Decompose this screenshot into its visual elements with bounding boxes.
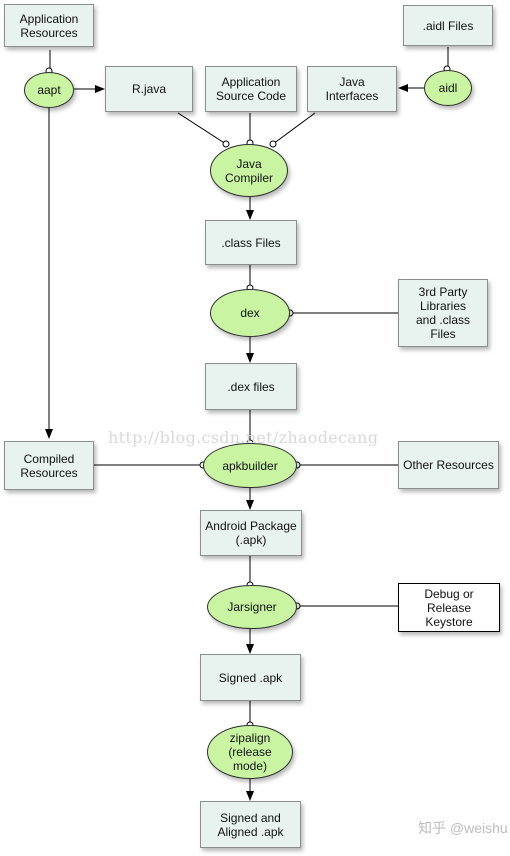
connector-dot: [222, 140, 230, 148]
box-dex-files: .dex files: [205, 363, 297, 410]
connector-dot: [269, 140, 277, 148]
box-signed-apk: Signed .apk: [200, 654, 301, 701]
watermark-blog-url: http://blog.csdn.net/zhaodecang: [108, 428, 379, 447]
tool-dex: dex: [210, 289, 290, 337]
box-compiled-resources: Compiled Resources: [4, 441, 94, 490]
tool-jarsigner: Jarsigner: [207, 585, 297, 629]
tool-aapt: aapt: [24, 72, 74, 108]
box-debug-release-keystore: Debug or Release Keystore: [398, 583, 500, 632]
tool-zipalign: zipalign (release mode): [207, 725, 293, 779]
tool-aidl: aidl: [424, 70, 472, 106]
box-third-party-libraries: 3rd Party Libraries and .class Files: [398, 279, 488, 347]
line-rjava-compiler: [177, 112, 227, 145]
box-aidl-files: .aidl Files: [403, 5, 493, 46]
box-application-resources: Application Resources: [4, 4, 94, 47]
box-java-interfaces: Java Interfaces: [307, 66, 397, 112]
box-r-java: R.java: [105, 66, 193, 112]
box-class-files: .class Files: [205, 220, 297, 265]
line-interfaces-compiler: [272, 112, 316, 145]
box-other-resources: Other Resources: [398, 441, 499, 489]
box-application-source-code: Application Source Code: [205, 66, 297, 112]
tool-apkbuilder: apkbuilder: [203, 443, 297, 488]
box-android-package: Android Package (.apk): [200, 510, 302, 556]
watermark-zhihu: 知乎 @weishu: [418, 820, 508, 836]
tool-java-compiler: Java Compiler: [210, 144, 288, 197]
box-signed-aligned-apk: Signed and Aligned .apk: [200, 801, 301, 848]
